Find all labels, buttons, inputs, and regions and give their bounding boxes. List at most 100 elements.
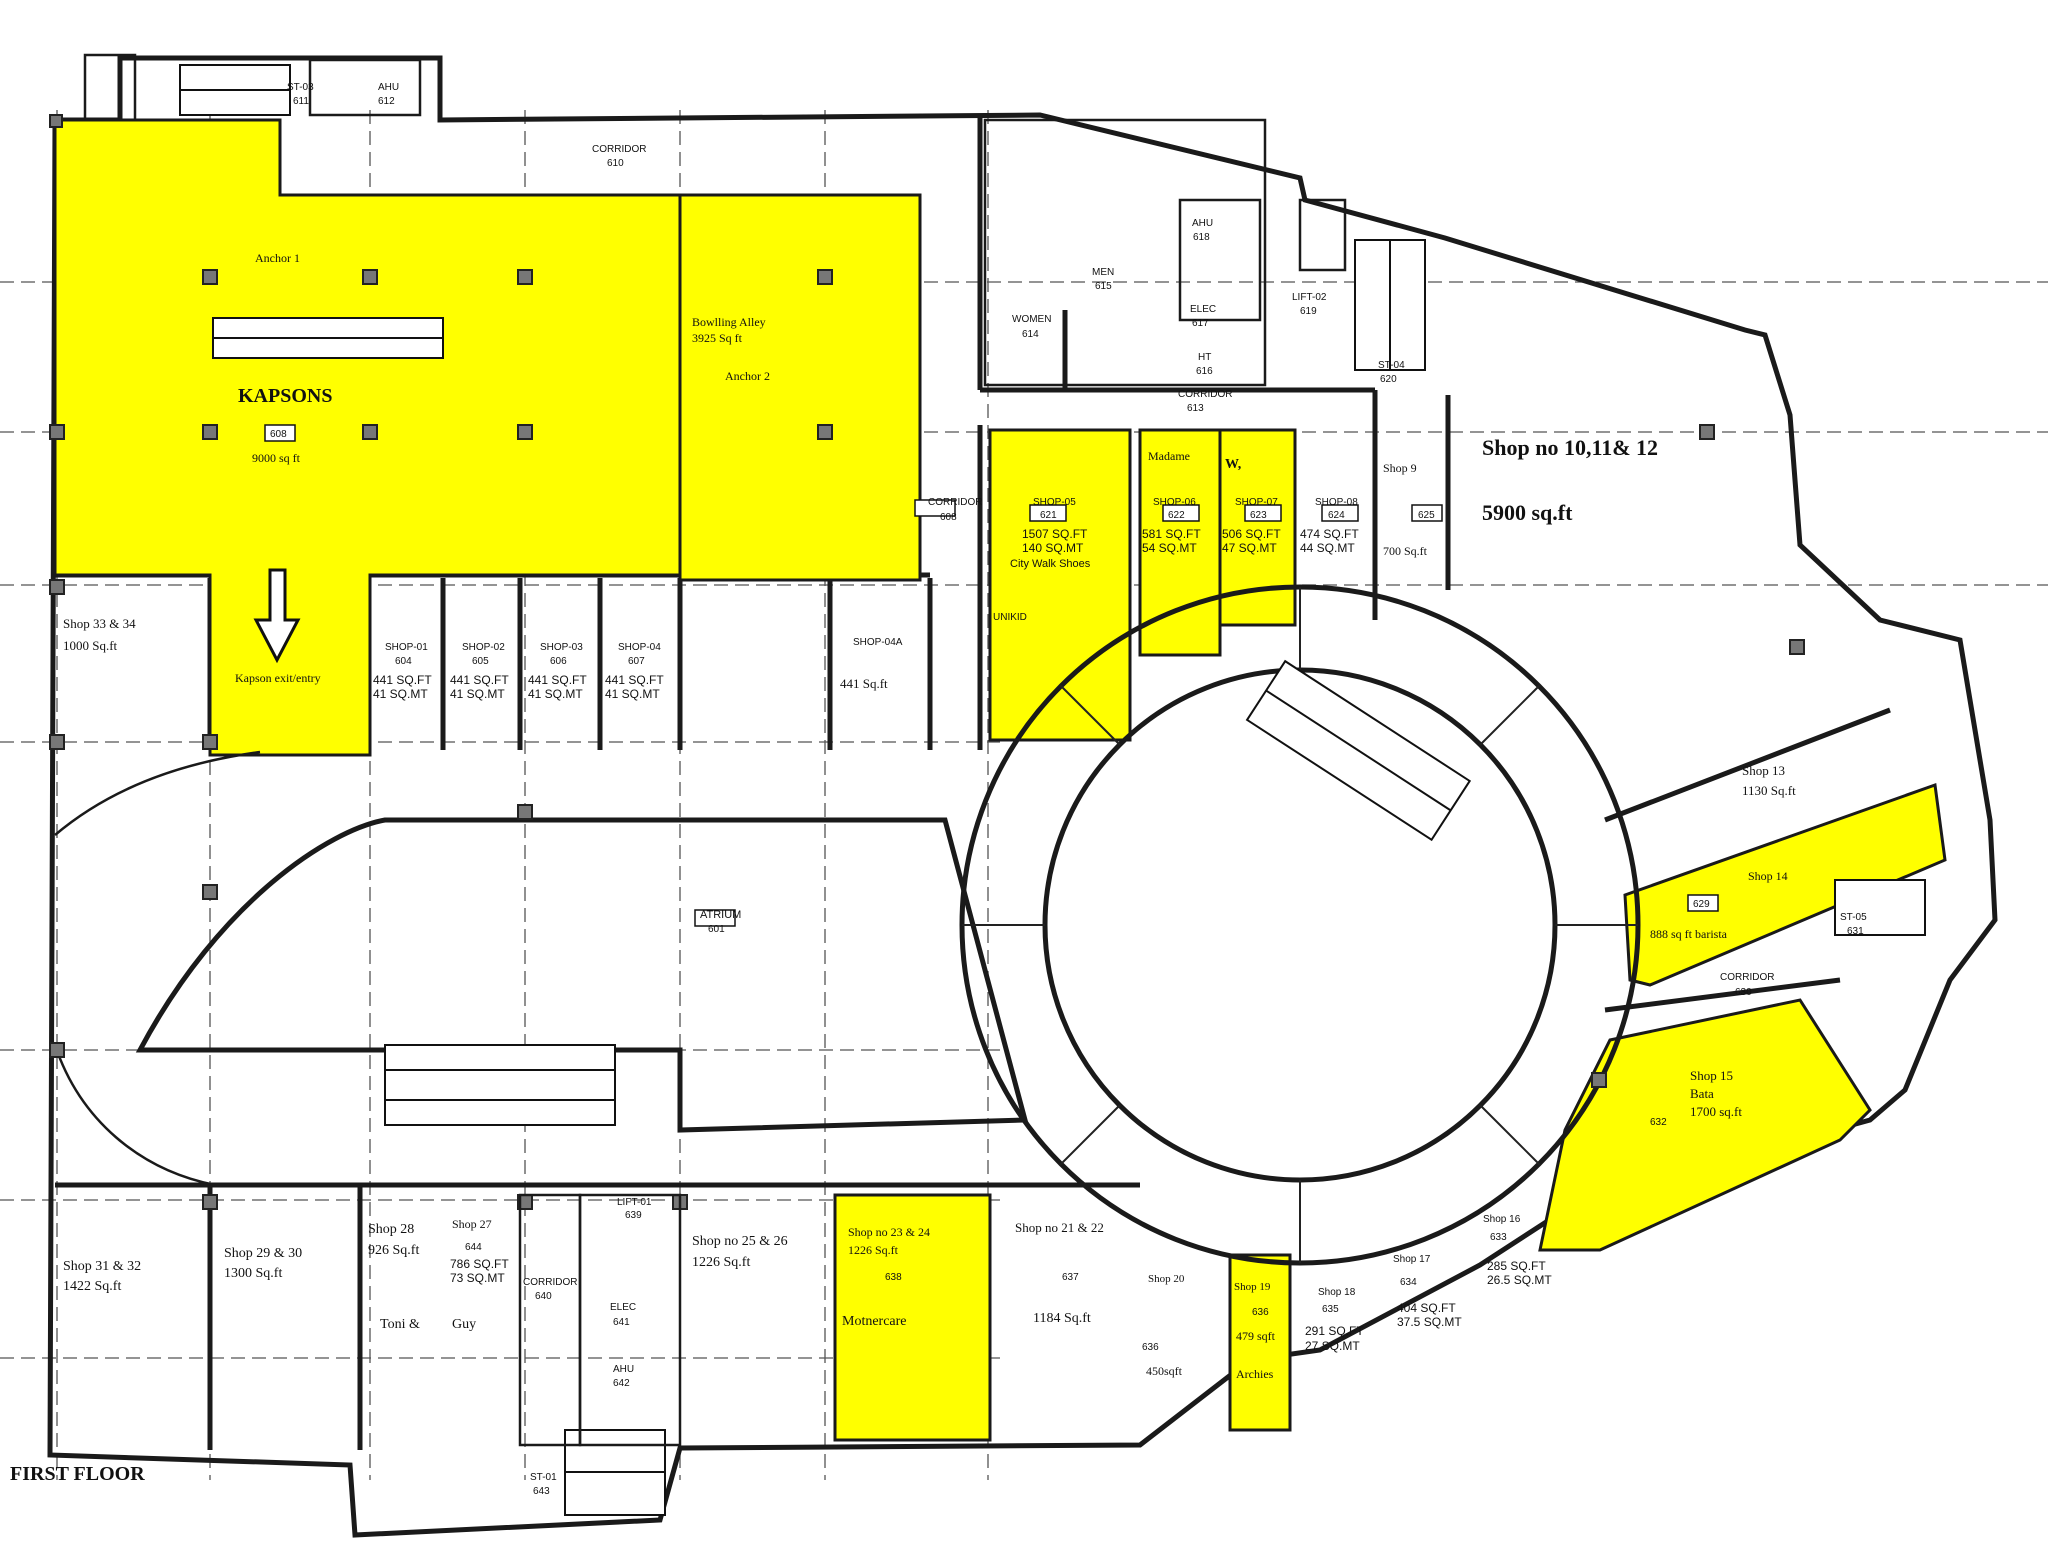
ahu618-label: AHU <box>1192 218 1213 229</box>
corridor610-label: CORRIDOR <box>592 144 646 155</box>
n612: 612 <box>378 96 395 107</box>
n607: 607 <box>628 656 645 667</box>
shop08-sqft: 474 SQ.FT <box>1300 527 1359 541</box>
n601: 601 <box>708 924 725 935</box>
structural-columns <box>49 114 1805 1210</box>
n608b: 608 <box>940 512 957 523</box>
n618: 618 <box>1193 232 1210 243</box>
shop19-label: Shop 19 <box>1234 1281 1271 1293</box>
ahu642-label: AHU <box>613 1364 634 1375</box>
n606: 606 <box>550 656 567 667</box>
bowling-area: 3925 Sq ft <box>692 331 743 345</box>
n624: 624 <box>1328 510 1345 521</box>
shop06-sqmt: 54 SQ.MT <box>1142 541 1197 555</box>
shop03-sqft: 441 SQ.FT <box>528 673 587 687</box>
unit-shop19 <box>1228 1253 1292 1432</box>
st03-label: ST-03 <box>287 82 314 93</box>
room-number-boxes <box>264 424 1719 927</box>
shop27-sqft: 786 SQ.FT <box>450 1257 509 1271</box>
shop17-sqft: 404 SQ.FT <box>1397 1301 1456 1315</box>
corridor-upper-curve <box>54 750 261 836</box>
shop18-sqmt: 27 SQ.MT <box>1305 1339 1360 1353</box>
shop2324-area: 1226 Sq.ft <box>848 1243 899 1257</box>
n629: 629 <box>1693 899 1710 910</box>
women-label: WOMEN <box>1012 314 1051 325</box>
n635: 635 <box>1322 1304 1339 1315</box>
shop2930-label: Shop 29 & 30 <box>224 1246 302 1261</box>
n639: 639 <box>625 1210 642 1221</box>
n605: 605 <box>472 656 489 667</box>
stair-st04 <box>1354 239 1426 371</box>
shop02-label: SHOP-02 <box>462 642 505 653</box>
n610: 610 <box>607 158 624 169</box>
bowling-label: Bowlling Alley <box>692 315 766 329</box>
bata-label: Bata <box>1690 1086 1714 1101</box>
shop1012-area: 5900 sq.ft <box>1482 500 1573 525</box>
shop28-area: 926 Sq.ft <box>368 1243 419 1258</box>
n634: 634 <box>1400 1277 1417 1288</box>
unikid-label: UNIKID <box>993 612 1027 623</box>
st05-label: ST-05 <box>1840 912 1867 923</box>
shop18-sqft: 291 SQ.FT <box>1305 1324 1364 1338</box>
corridor-lower-curve <box>53 1044 216 1187</box>
n616: 616 <box>1196 366 1213 377</box>
corridor613-label: CORRIDOR <box>1178 389 1232 400</box>
st04-label: ST-04 <box>1378 360 1405 371</box>
st01-label: ST-01 <box>530 1472 557 1483</box>
n641: 641 <box>613 1317 630 1328</box>
shop20-label: Shop 20 <box>1148 1273 1185 1285</box>
stair-st03 <box>179 64 291 116</box>
motnercare-label: Motnercare <box>842 1314 907 1329</box>
n644: 644 <box>465 1242 482 1253</box>
shop2930-area: 1300 Sq.ft <box>224 1266 282 1281</box>
shop13-area: 1130 Sq.ft <box>1742 783 1796 798</box>
rotunda-radials <box>962 587 1638 1263</box>
shop06-sqft: 581 SQ.FT <box>1142 527 1201 541</box>
shop07-sqft: 506 SQ.FT <box>1222 527 1281 541</box>
shop2526-label: Shop no 25 & 26 <box>692 1234 788 1249</box>
shop01-label: SHOP-01 <box>385 642 428 653</box>
n608a: 608 <box>270 429 287 440</box>
stair-st05 <box>1834 879 1926 936</box>
shop9-label: Shop 9 <box>1383 461 1417 475</box>
shop04a-label: SHOP-04A <box>853 637 903 648</box>
shop05-sqmt: 140 SQ.MT <box>1022 541 1084 555</box>
shop04-label: SHOP-04 <box>618 642 661 653</box>
floor-title: FIRST FLOOR <box>10 1463 145 1485</box>
outer-wall <box>47 55 1998 1538</box>
corridor608-label: CORRIDOR <box>928 497 982 508</box>
shop18-label: Shop 18 <box>1318 1287 1356 1298</box>
lift01-label: LIFT-01 <box>617 1197 652 1208</box>
shop01-sqmt: 41 SQ.MT <box>373 687 428 701</box>
kapson-exit-label: Kapson exit/entry <box>235 671 321 685</box>
n621: 621 <box>1040 510 1057 521</box>
unit-shop2324 <box>833 1193 992 1442</box>
anchor1-label: Anchor 1 <box>255 251 300 265</box>
atrium-label: ATRIUM <box>700 909 741 921</box>
shop3132-label: Shop 31 & 32 <box>63 1259 141 1274</box>
shop03-sqmt: 41 SQ.MT <box>528 687 583 701</box>
n636b: 636 <box>1142 1342 1159 1353</box>
archies-label: Archies <box>1236 1367 1274 1381</box>
n640: 640 <box>535 1291 552 1302</box>
shop20-area: 450sqft <box>1146 1364 1183 1378</box>
citywalk-label: City Walk Shoes <box>1010 558 1091 570</box>
ht616-label: HT <box>1198 352 1211 363</box>
men-label: MEN <box>1092 267 1114 278</box>
shop9-area: 700 Sq.ft <box>1383 544 1428 558</box>
shop16-label: Shop 16 <box>1483 1214 1521 1225</box>
exit-arrow-icon <box>253 568 301 664</box>
madame-label: Madame <box>1148 449 1190 463</box>
n632: 632 <box>1650 1117 1667 1128</box>
shop02-sqft: 441 SQ.FT <box>450 673 509 687</box>
shop2122-area: 1184 Sq.ft <box>1033 1311 1091 1326</box>
shop07-sqmt: 47 SQ.MT <box>1222 541 1277 555</box>
n604: 604 <box>395 656 412 667</box>
shop08-sqmt: 44 SQ.MT <box>1300 541 1355 555</box>
unit-shop05 <box>988 428 1132 742</box>
n620: 620 <box>1380 374 1397 385</box>
shop19-area: 479 sqft <box>1236 1329 1276 1343</box>
shop05-label: SHOP-05 <box>1033 497 1076 508</box>
shop07-label: SHOP-07 <box>1235 497 1278 508</box>
